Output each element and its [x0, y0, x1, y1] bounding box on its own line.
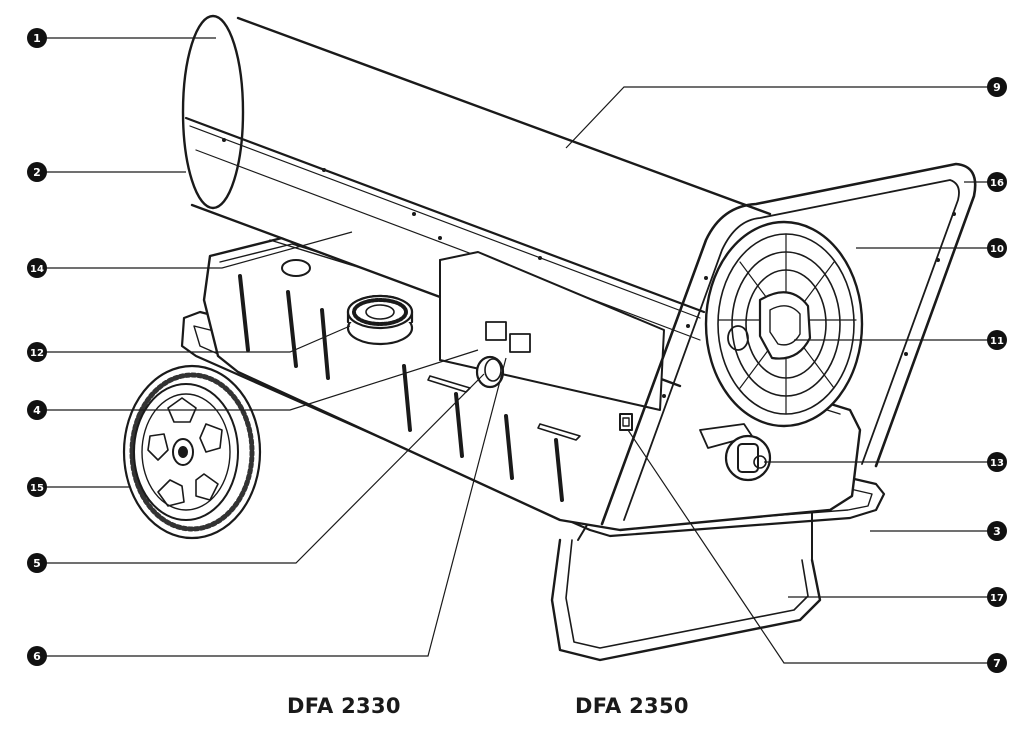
wheel: [122, 364, 262, 540]
callout-16: 16: [987, 172, 1007, 192]
callout-number: 15: [30, 483, 44, 494]
callout-number: 7: [993, 657, 1001, 670]
model-label-dfa-2330: DFA 2330: [287, 694, 401, 718]
leader-lines: [46, 37, 988, 664]
callout-number: 9: [993, 81, 1001, 94]
callout-15: 15: [27, 477, 47, 497]
control-panel: [439, 251, 665, 431]
callout-4: 4: [27, 400, 47, 420]
callout-number: 3: [993, 525, 1001, 538]
fuel-pump: [699, 423, 772, 482]
callout-number: 16: [990, 178, 1004, 189]
callout-number: 1: [33, 32, 41, 45]
callout-3: 3: [987, 521, 1007, 541]
callout-1: 1: [27, 28, 47, 48]
callout-13: 13: [987, 452, 1007, 472]
callout-11: 11: [987, 330, 1007, 350]
fan-guard: [704, 220, 864, 428]
callout-17: 17: [987, 587, 1007, 607]
callout-number: 17: [990, 593, 1004, 604]
callout-7: 7: [987, 653, 1007, 673]
callout-number: 2: [33, 166, 41, 179]
fuel-cap: [346, 294, 414, 346]
callout-number: 13: [990, 458, 1004, 469]
callout-number: 5: [33, 557, 41, 570]
model-label-dfa-2350: DFA 2350: [575, 694, 689, 718]
callout-number: 12: [30, 348, 44, 359]
heater-illustration: [122, 14, 977, 662]
callout-number: 4: [33, 404, 41, 417]
callout-number: 11: [990, 336, 1004, 347]
callout-9: 9: [987, 77, 1007, 97]
callout-14: 14: [27, 258, 47, 278]
callout-12: 12: [27, 342, 47, 362]
callout-10: 10: [987, 238, 1007, 258]
callout-badges: 1 2 14 12 4 15 5 6 9 16 10 11 13 3 17 7: [27, 28, 1007, 673]
callout-6: 6: [27, 646, 47, 666]
callout-number: 14: [30, 264, 44, 275]
callout-5: 5: [27, 553, 47, 573]
callout-number: 10: [990, 244, 1004, 255]
handle-frame: [600, 162, 977, 526]
callout-2: 2: [27, 162, 47, 182]
callout-number: 6: [33, 650, 41, 663]
heater-cylinder: [181, 14, 800, 396]
